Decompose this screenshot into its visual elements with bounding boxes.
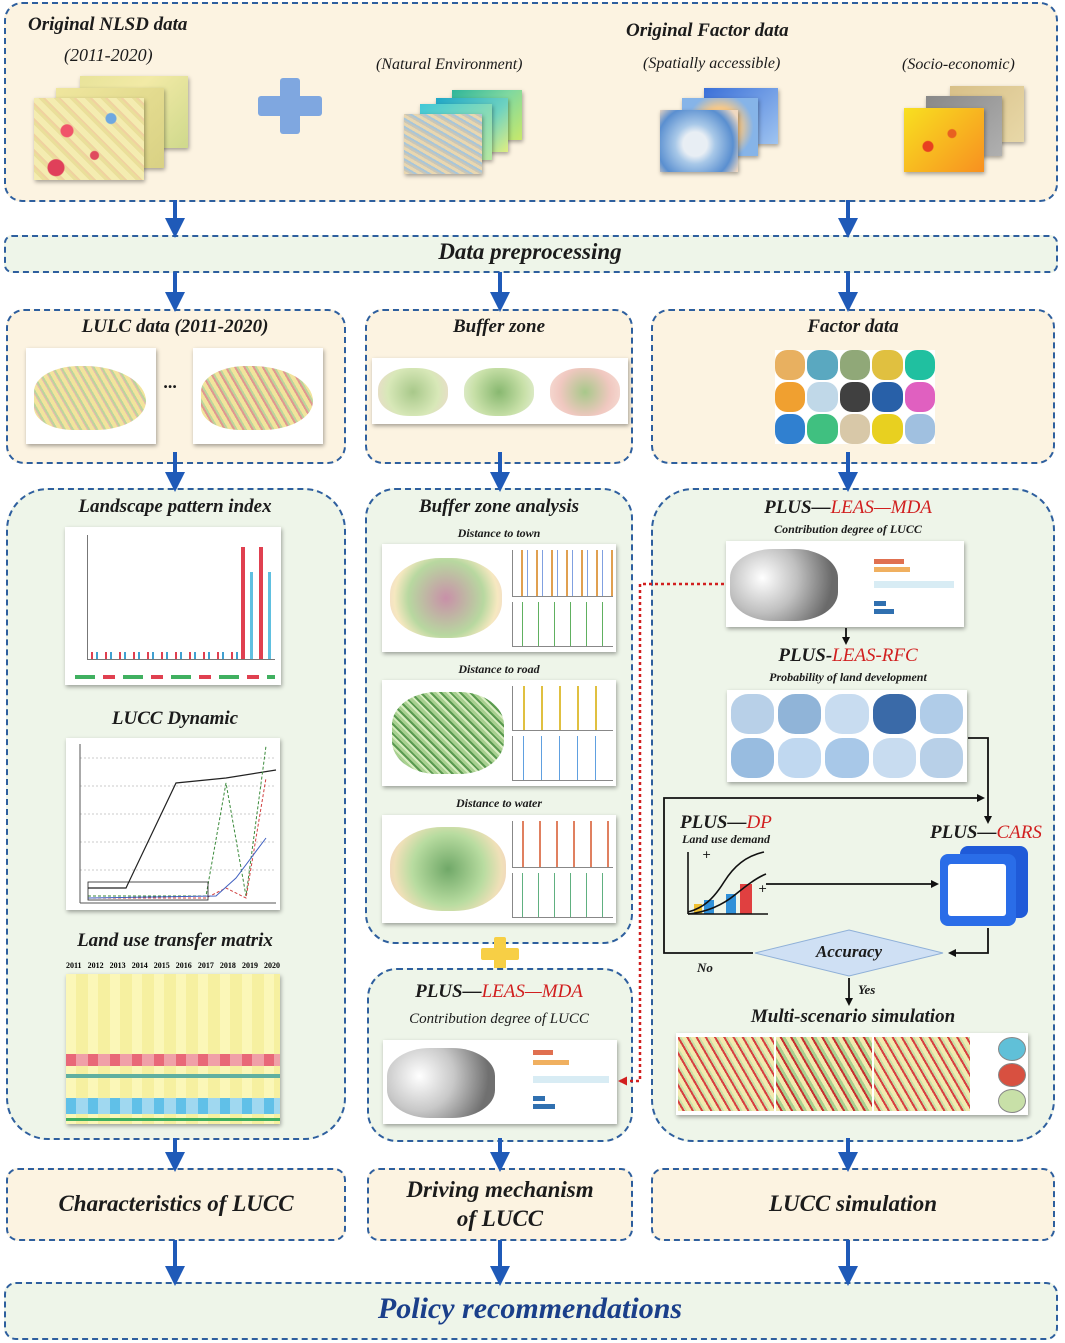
lucc-dynamic-chart <box>66 738 280 910</box>
lulc-ellipsis: ... <box>164 372 178 392</box>
buffer-zone-title: Buffer zone <box>452 316 546 337</box>
probability-maps <box>727 690 967 782</box>
yes-label: Yes <box>858 982 876 997</box>
cars-red: CARS <box>996 822 1042 843</box>
landscape-pattern-title: Landscape pattern index <box>78 496 272 517</box>
land-use-transfer-title: Land use transfer matrix <box>77 930 273 951</box>
nlsd-map-stack <box>34 76 189 181</box>
rfc-title: PLUS-LEAS-RFC <box>778 645 917 667</box>
rfc-red: LEAS-RFC <box>832 645 918 666</box>
mda-middle-prefix: PLUS— <box>415 981 482 1002</box>
year-label: 2020 <box>263 961 280 970</box>
year-label: 2015 <box>153 961 170 970</box>
characteristics-output-label: Characteristics of LUCC <box>58 1191 294 1216</box>
factor-data-title: Factor data <box>807 316 899 337</box>
natural-environment-map-stack <box>404 90 524 176</box>
landscape-pattern-chart <box>65 527 281 685</box>
mda-middle-contribution: Contribution degree of LUCC <box>409 1011 589 1027</box>
year-label: 2014 <box>131 961 148 970</box>
spatially-accessible-map-stack <box>660 88 780 174</box>
mda-middle-title: PLUS—LEAS—MDA <box>415 981 583 1003</box>
lucc-dynamic-title: LUCC Dynamic <box>111 708 239 729</box>
mda-right-prefix: PLUS— <box>764 497 831 518</box>
socio-economic-map-stack <box>904 86 1028 176</box>
lulc-data-title: LULC data (2011-2020) <box>81 316 269 337</box>
plus-icon-yellow <box>481 937 519 971</box>
buffer-analysis-title: Buffer zone analysis <box>418 496 580 517</box>
simulation-output-box <box>651 1168 1055 1241</box>
policy-panel <box>4 1282 1058 1340</box>
year-label: 2013 <box>109 961 126 970</box>
buffer-zone-maps <box>372 358 628 424</box>
socio-economic-label: (Socio-economic) <box>902 56 1015 73</box>
land-use-demand-chart: + + <box>684 848 770 916</box>
dp-prefix: PLUS— <box>680 812 747 833</box>
policy-label: Policy recommendations <box>377 1292 683 1325</box>
year-label: 2017 <box>197 961 214 970</box>
distance-to-town-figure <box>382 544 616 652</box>
accuracy-label: Accuracy <box>815 942 883 961</box>
year-label: 2016 <box>175 961 192 970</box>
natural-environment-label: (Natural Environment) <box>376 56 523 73</box>
rfc-prefix: PLUS- <box>778 645 833 666</box>
year-label: 2019 <box>241 961 258 970</box>
svg-text:+: + <box>758 882 767 895</box>
multi-scenario-maps <box>676 1033 1028 1115</box>
distance-to-road-label: Distance to road <box>458 662 540 676</box>
cars-title: PLUS—CARS <box>930 822 1042 844</box>
driving-output-line1: Driving mechanism <box>406 1177 594 1202</box>
distance-to-town-label: Distance to town <box>457 526 541 540</box>
transfer-years-row: 2011 2012 2013 2014 2015 2016 2017 2018 … <box>66 961 280 973</box>
lulc-map-2020 <box>193 348 323 444</box>
no-label: No <box>697 960 713 975</box>
distance-to-road-figure <box>382 680 616 786</box>
distance-to-water-figure <box>382 815 616 923</box>
lulc-map-2011 <box>26 348 156 444</box>
dp-red: DP <box>746 812 772 833</box>
mda-right-contribution: Contribution degree of LUCC <box>774 522 922 536</box>
mda-right-title: PLUS—LEAS—MDA <box>764 497 932 519</box>
year-label: 2012 <box>87 961 104 970</box>
mda-middle-figure <box>383 1040 617 1124</box>
simulation-output-label: LUCC simulation <box>768 1191 938 1216</box>
land-use-transfer-chart <box>66 974 280 1124</box>
distance-to-water-label: Distance to water <box>456 796 542 810</box>
mda-right-figure <box>726 541 964 627</box>
plus-icon-blue <box>258 78 322 134</box>
svg-text:+: + <box>702 848 711 861</box>
year-label: 2011 <box>66 961 82 970</box>
data-preprocessing-label: Data preprocessing <box>438 239 622 264</box>
land-use-demand-label: Land use demand <box>682 832 771 846</box>
dp-title: PLUS—DP <box>680 812 772 834</box>
year-label: 2018 <box>219 961 236 970</box>
driving-output-line2: of LUCC <box>456 1206 544 1231</box>
data-preprocessing-panel <box>4 235 1058 273</box>
factor-data-thumbnails <box>775 350 935 444</box>
cars-prefix: PLUS— <box>930 822 997 843</box>
mda-right-red: LEAS—MDA <box>830 497 932 518</box>
mda-middle-red: LEAS—MDA <box>481 981 583 1002</box>
multi-scenario-title: Multi-scenario simulation <box>750 1006 956 1027</box>
cars-model-icon <box>940 846 1030 926</box>
spatially-accessible-label: (Spatially accessible) <box>643 55 781 72</box>
probability-label: Probability of land development <box>769 670 927 684</box>
nlsd-title: Original NLSD data <box>28 14 188 35</box>
nlsd-years: (2011-2020) <box>64 45 153 65</box>
factor-title: Original Factor data <box>626 20 789 41</box>
